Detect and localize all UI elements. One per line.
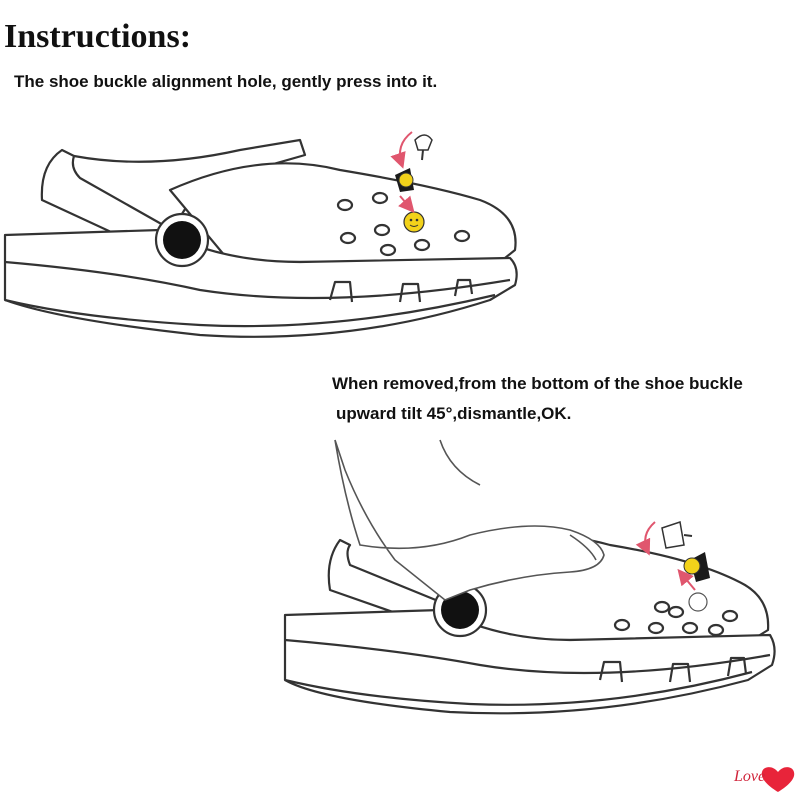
arrow-down-icon bbox=[390, 131, 413, 169]
heart-icon bbox=[761, 767, 795, 792]
step2-caption-line2: upward tilt 45°,dismantle,OK. bbox=[336, 404, 572, 423]
strap-rivet-button-2 bbox=[441, 591, 479, 629]
charm-pin-removed-icon bbox=[661, 521, 710, 582]
arrow-tilt-icon bbox=[635, 521, 656, 556]
clog-shoe-bottom bbox=[283, 534, 776, 715]
strap-rivet-button bbox=[163, 221, 201, 259]
step2-caption-line1: When removed,from the bottom of the shoe… bbox=[332, 374, 743, 393]
hand-illustration bbox=[334, 439, 605, 601]
arrow-press-icon bbox=[398, 195, 415, 214]
charm-hole-icon bbox=[688, 592, 708, 612]
clog-shoe-top bbox=[3, 138, 518, 338]
charm-pin-icon bbox=[395, 134, 433, 192]
instructions-title: Instructions: bbox=[4, 18, 192, 55]
arrow-remove-icon bbox=[677, 568, 696, 591]
step1-caption: The shoe buckle alignment hole, gently p… bbox=[14, 72, 438, 91]
smiley-charm-icon bbox=[403, 211, 425, 233]
love-watermark: Love bbox=[734, 768, 766, 785]
